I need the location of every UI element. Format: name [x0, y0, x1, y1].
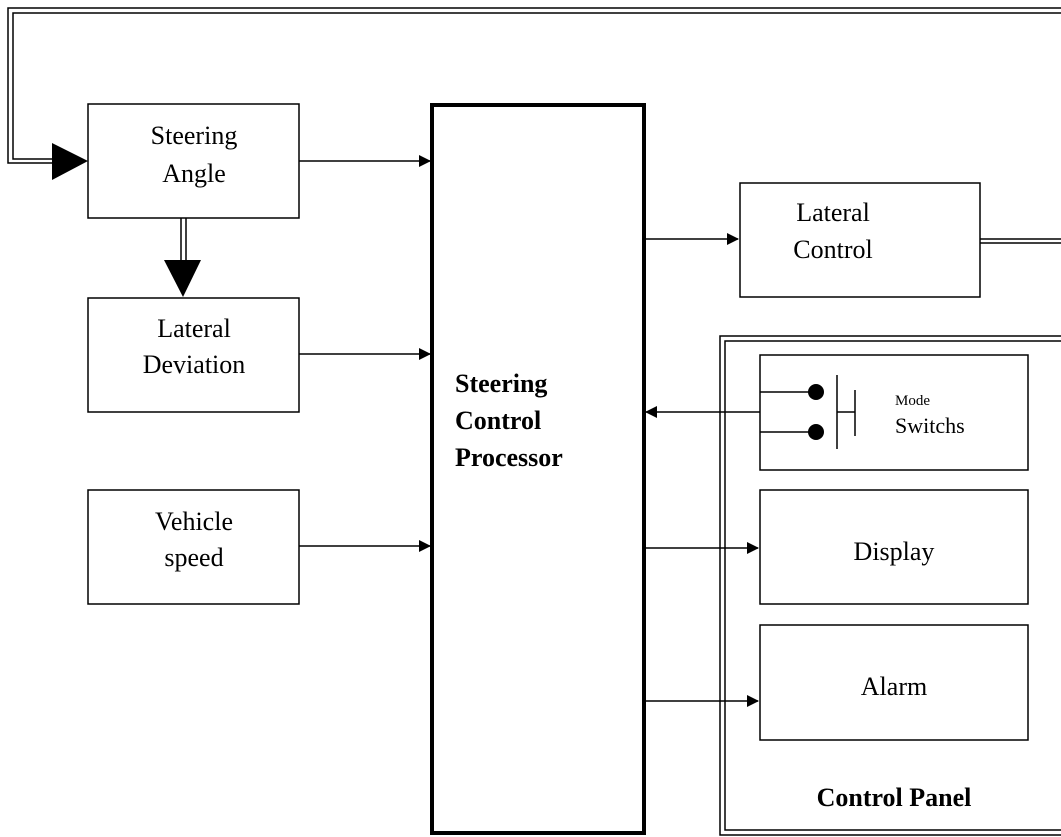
display-label: Display: [854, 537, 935, 566]
vehicle-speed-label-line1: Vehicle: [155, 507, 233, 536]
lateral-deviation-label-line1: Lateral: [157, 314, 231, 343]
steering-angle-label-line1: Steering: [151, 121, 238, 150]
switch-contact-dot-icon: [808, 424, 824, 440]
lateral-deviation-block: Lateral Deviation: [87, 297, 300, 413]
alarm-label: Alarm: [861, 672, 927, 701]
angle-to-deviation-link: [180, 218, 187, 262]
lateral-control-label-line1: Lateral: [796, 198, 870, 227]
steering-control-processor-block: Steering Control Processor: [430, 103, 646, 835]
processor-label-line2: Control: [455, 406, 541, 435]
switch-contact-dot-icon: [808, 384, 824, 400]
angle-to-deviation-arrowhead: [164, 260, 201, 297]
display-block: Display: [759, 489, 1029, 605]
processor-label-line1: Steering: [455, 369, 547, 398]
lateral-deviation-label-line2: Deviation: [143, 350, 246, 379]
steering-angle-block: Steering Angle: [87, 103, 300, 219]
vehicle-speed-label-line2: speed: [164, 543, 223, 572]
feedback-arrowhead: [52, 143, 88, 180]
switchs-label: Switchs: [895, 413, 965, 438]
lateral-control-label-line2: Control: [793, 235, 872, 264]
control-panel-label: Control Panel: [817, 783, 972, 812]
steering-angle-label-line2: Angle: [162, 159, 226, 188]
vehicle-speed-block: Vehicle speed: [87, 489, 300, 605]
control-panel-container: [719, 335, 1061, 836]
mode-switches-block: Mode Switchs: [759, 354, 1029, 471]
switch-icon: [760, 375, 856, 449]
alarm-block: Alarm: [759, 624, 1029, 741]
feedback-loop-line: [7, 7, 1061, 244]
mode-label: Mode: [895, 393, 930, 409]
lateral-control-block: Lateral Control: [739, 182, 981, 298]
processor-label-line3: Processor: [455, 443, 563, 472]
